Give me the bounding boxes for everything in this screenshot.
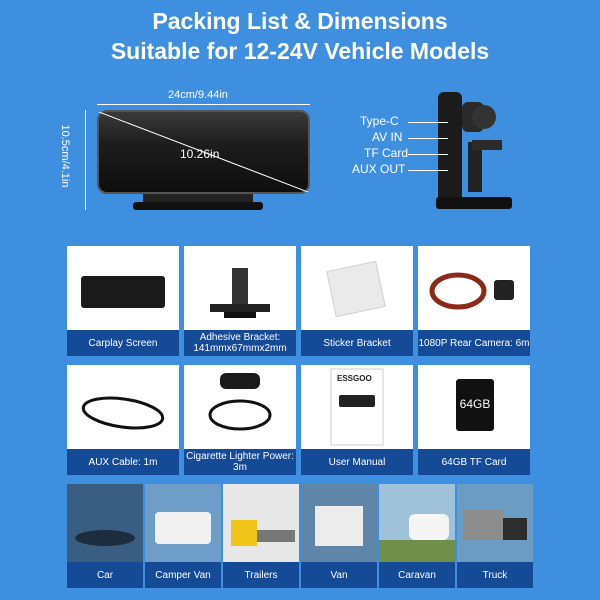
- package-item-rear-camera: 1080P Rear Camera: 6m: [418, 246, 530, 356]
- trailer-icon: [223, 484, 299, 562]
- car-icon: [67, 484, 143, 562]
- width-dimension-label: 24cm/9.44in: [168, 89, 228, 101]
- vehicle-label: Van: [301, 562, 377, 588]
- sticker-bracket-icon: [326, 260, 386, 318]
- vehicle-tile-caravan: Caravan: [379, 484, 455, 588]
- camper-van-icon: [145, 484, 221, 562]
- user-manual-icon: [330, 368, 384, 446]
- package-item-carplay-screen: Carplay Screen: [67, 246, 179, 356]
- package-item-label: Adhesive Bracket: 141mmx67mmx2mm: [184, 330, 296, 356]
- port-label-type-c: Type-C: [360, 114, 399, 128]
- package-item-tf-card: 64GB 64GB TF Card: [418, 365, 530, 475]
- adhesive-bracket-icon: [210, 268, 270, 318]
- package-item-label: Carplay Screen: [67, 330, 179, 356]
- page-title-line1: Packing List & Dimensions: [152, 8, 448, 34]
- rear-camera-icon: [429, 272, 514, 310]
- package-item-label: 1080P Rear Camera: 6m: [418, 330, 530, 356]
- vehicle-label: Car: [67, 562, 143, 588]
- package-item-aux-cable: AUX Cable: 1m: [67, 365, 179, 475]
- port-label-aux-out: AUX OUT: [352, 162, 406, 176]
- package-item-sticker-bracket: Sticker Bracket: [301, 246, 413, 356]
- package-item-label: 64GB TF Card: [418, 449, 530, 475]
- screen-diagonal-label: 10.26in: [180, 147, 220, 161]
- van-icon: [301, 484, 377, 562]
- vehicle-label: Truck: [457, 562, 533, 588]
- package-item-cigarette-lighter: Cigarette Lighter Power: 3m: [184, 365, 296, 475]
- height-dimension-label: 10.5cm/4.1in: [59, 124, 71, 188]
- port-line: [408, 122, 448, 123]
- port-label-av-in: AV IN: [372, 130, 403, 144]
- vehicle-label: Caravan: [379, 562, 455, 588]
- tf-card-icon: [456, 379, 494, 431]
- vehicle-tile-camper-van: Camper Van: [145, 484, 221, 588]
- height-dimension-line: [85, 110, 86, 210]
- package-item-adhesive-bracket: Adhesive Bracket: 141mmx67mmx2mm: [184, 246, 296, 356]
- diagonal-icon: [99, 112, 308, 192]
- page-title-line2: Suitable for 12-24V Vehicle Models: [110, 38, 490, 64]
- vehicle-label: Trailers: [223, 562, 299, 588]
- port-line: [408, 154, 448, 155]
- port-line: [408, 138, 448, 139]
- aux-cable-icon: [81, 396, 165, 430]
- vehicle-label: Camper Van: [145, 562, 221, 588]
- caravan-icon: [379, 484, 455, 562]
- vehicle-tile-truck: Truck: [457, 484, 533, 588]
- screen-side-view-icon: [436, 92, 512, 209]
- package-item-user-manual: ESSGOO User Manual: [301, 365, 413, 475]
- port-line: [408, 170, 448, 171]
- package-item-label: AUX Cable: 1m: [67, 449, 179, 475]
- cigarette-lighter-icon: [208, 373, 272, 431]
- package-item-label: User Manual: [301, 449, 413, 475]
- vehicle-tile-van: Van: [301, 484, 377, 588]
- carplay-screen-icon: [81, 276, 165, 308]
- package-item-label: Sticker Bracket: [301, 330, 413, 356]
- vehicle-tile-car: Car: [67, 484, 143, 588]
- tf-card-capacity: 64GB: [459, 397, 491, 411]
- port-label-tf-card: TF Card: [364, 146, 409, 160]
- screen-mount-base-icon: [133, 194, 263, 210]
- truck-icon: [457, 484, 533, 562]
- width-dimension-line: [97, 104, 310, 105]
- vehicle-tile-trailers: Trailers: [223, 484, 299, 588]
- carplay-screen-front: [97, 110, 310, 194]
- manual-brand: ESSGOO: [337, 374, 372, 383]
- package-item-label: Cigarette Lighter Power: 3m: [184, 449, 296, 475]
